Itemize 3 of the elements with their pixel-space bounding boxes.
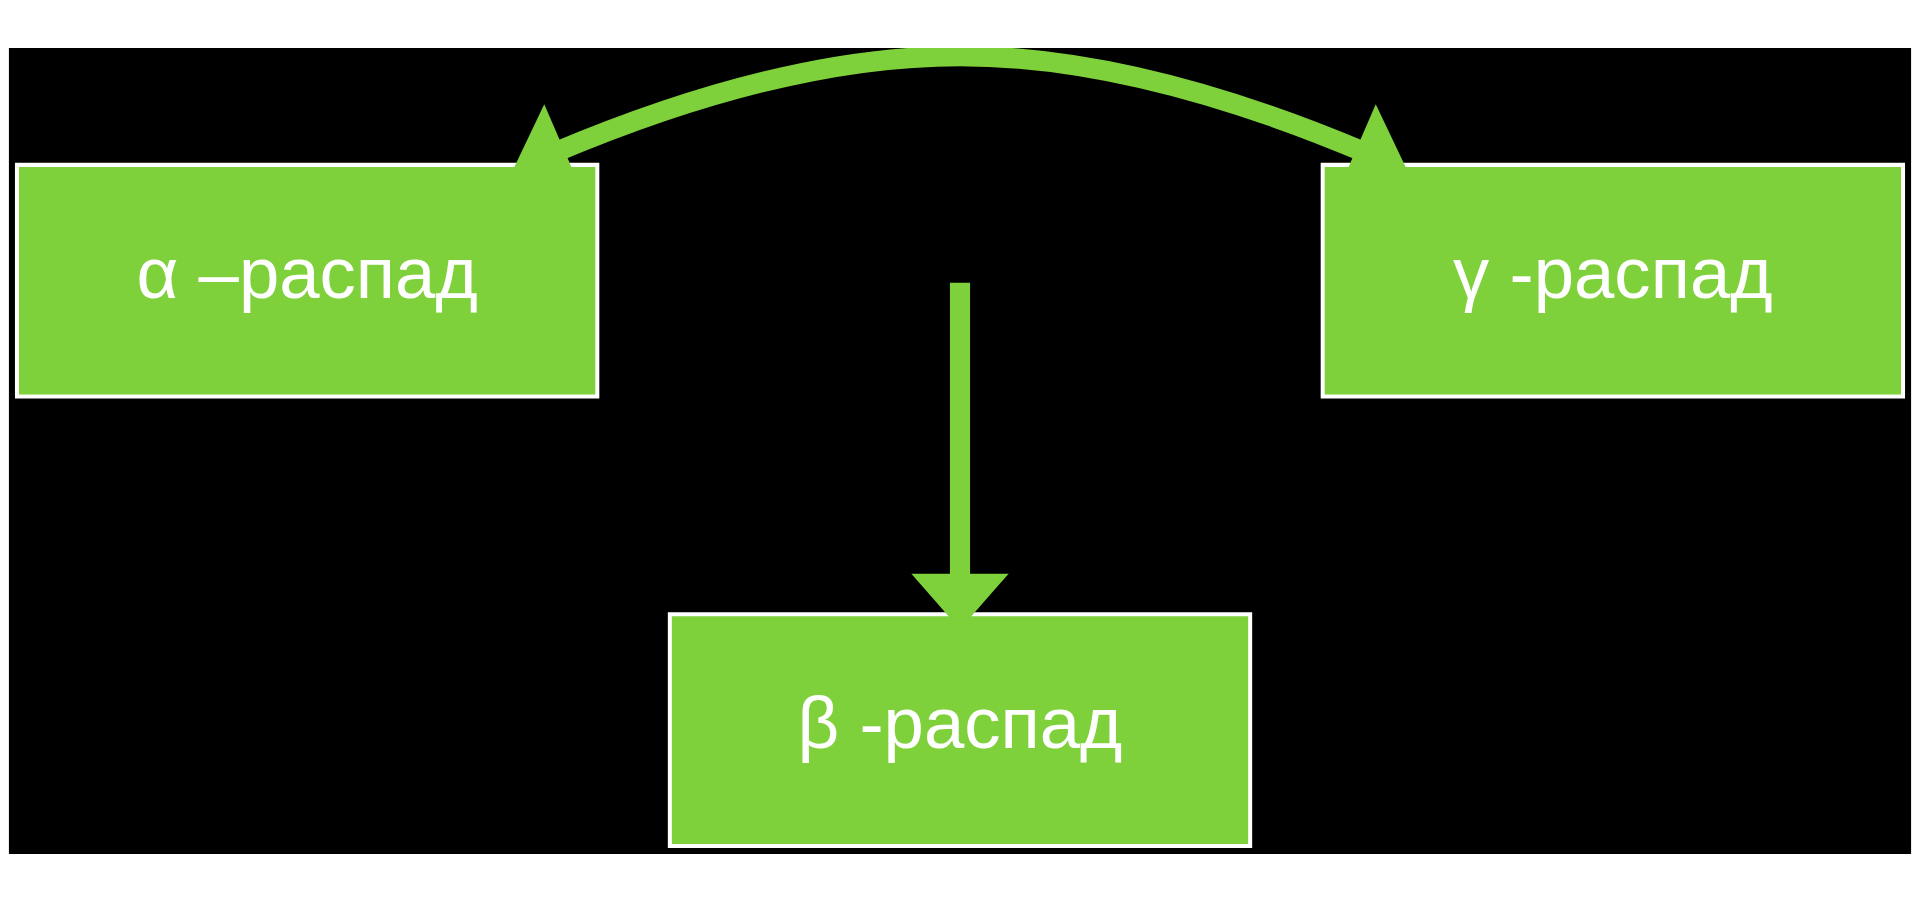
node-box: γ -распад bbox=[1320, 162, 1906, 399]
node-box: α –распад bbox=[14, 162, 600, 399]
node-box: β -распад bbox=[667, 612, 1253, 848]
